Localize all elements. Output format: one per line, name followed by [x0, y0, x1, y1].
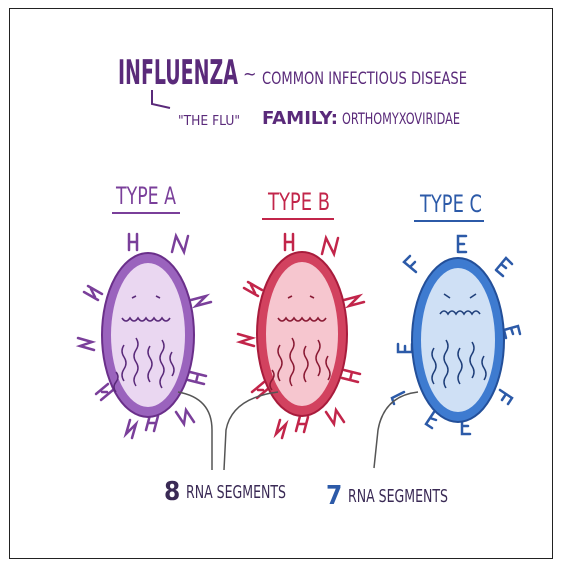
- pointer-line-b: [224, 392, 278, 470]
- type-a-label: TYPE A: [115, 182, 176, 210]
- virus-a-core: [111, 263, 185, 407]
- title-influenza: INFLUENZA: [118, 53, 238, 93]
- virus-type-c: [392, 236, 520, 434]
- type-c-label: TYPE C: [419, 190, 482, 218]
- pointer-line-c: [374, 392, 418, 468]
- virus-c-core: [421, 268, 495, 412]
- family-value: ORTHOMYXOVIRIDAE: [342, 109, 460, 128]
- title-tilde: ~: [243, 64, 257, 85]
- pointer-line-a: [178, 392, 212, 470]
- type-b-label: TYPE B: [267, 188, 330, 216]
- family-label: FAMILY:: [262, 108, 338, 129]
- virus-type-b: [238, 234, 364, 438]
- segments-8-number: 8: [164, 477, 180, 507]
- title-nickname: "THE FLU": [178, 114, 240, 129]
- title-description: COMMON INFECTIOUS DISEASE: [262, 69, 467, 89]
- virus-b-core: [266, 262, 338, 406]
- segments-7-text: RNA SEGMENTS: [348, 486, 448, 507]
- virus-type-a: [78, 234, 211, 438]
- segments-7-number: 7: [326, 481, 342, 511]
- segments-8-text: RNA SEGMENTS: [186, 482, 286, 503]
